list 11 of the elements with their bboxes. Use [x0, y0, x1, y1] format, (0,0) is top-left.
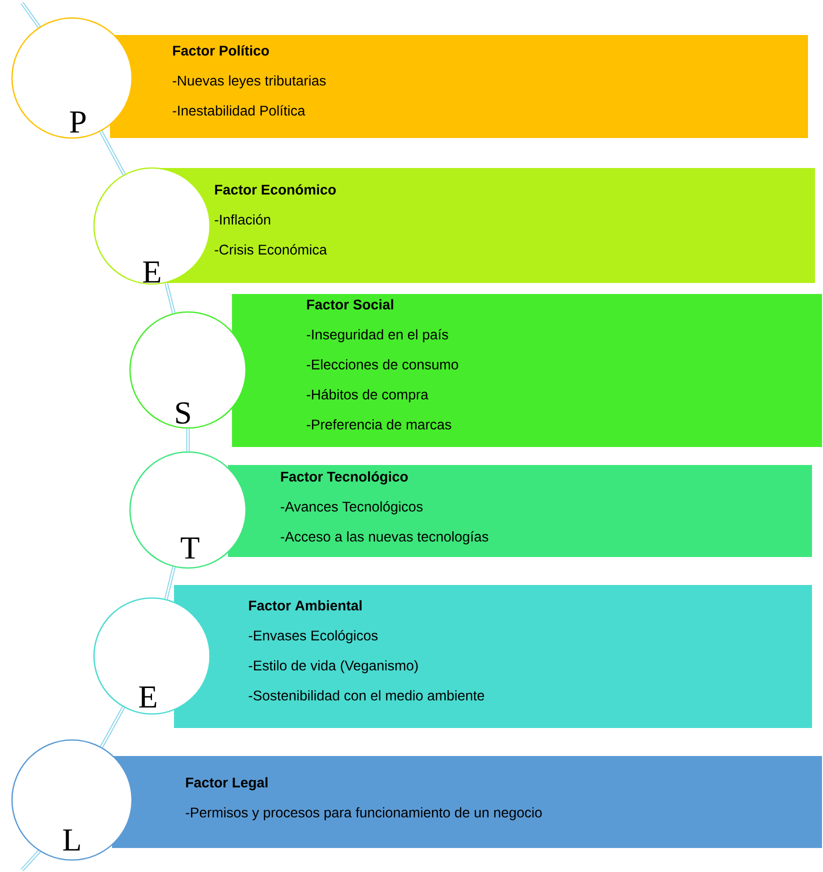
spine-line [186, 428, 190, 452]
node-label: L [63, 830, 80, 850]
factor-box: Factor Legal -Permisos y procesos para funcionamiento de un negocio [112, 756, 822, 848]
spine-line [164, 282, 176, 314]
factor-box: Factor Social -Inseguridad en el país -Elecciones de consumo -Hábitos de compra -Preferencia de marcas [232, 294, 822, 447]
spine-line [164, 566, 176, 600]
factor-box: Factor Ambiental -Envases Ecológicos -Estilo de vida (Veganismo) -Sostenibilidad con el medio ambiente [174, 585, 812, 728]
factor-box: Factor Tecnológico -Avances Tecnológicos -Acceso a las nuevas tecnologías [228, 465, 812, 557]
spine-line [100, 706, 126, 748]
factor-box: Factor Político -Nuevas leyes tributarias -Inestabilidad Política [110, 35, 808, 138]
spine-line [99, 130, 126, 176]
